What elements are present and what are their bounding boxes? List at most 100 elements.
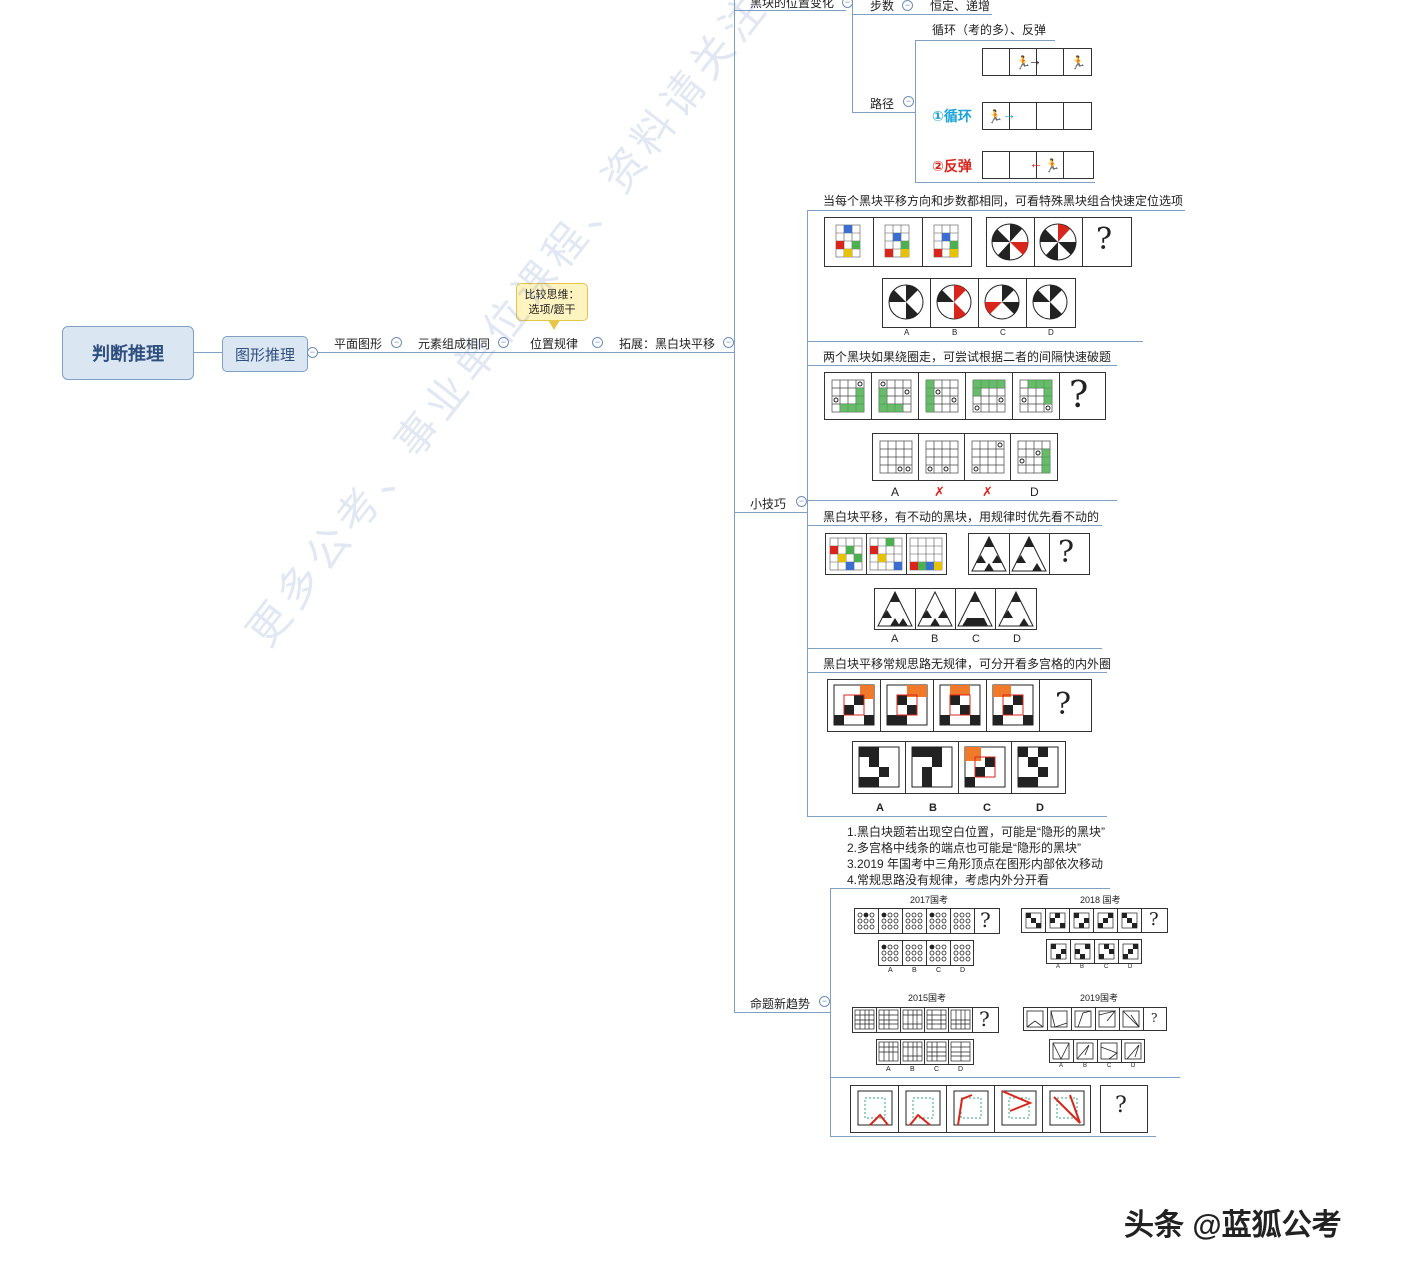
path-bottom-line bbox=[915, 182, 1095, 183]
bounce-label: ②反弹 bbox=[932, 158, 972, 174]
option-a-label: A bbox=[904, 328, 910, 337]
collapse-toggle-icon[interactable]: − bbox=[723, 337, 734, 348]
line-grid-figures bbox=[854, 1009, 971, 1030]
node-block-position[interactable]: 黑块的位置变化 bbox=[750, 0, 835, 10]
colored-grid-figures bbox=[835, 224, 959, 258]
node-steps[interactable]: 步数 bbox=[870, 0, 895, 13]
tip2-bottom bbox=[807, 500, 1117, 501]
exam-2019-question: ? bbox=[1023, 1007, 1167, 1031]
node-position-rule[interactable]: 位置规律 bbox=[530, 337, 579, 351]
path-strip-original: 🏃 → 🏃 bbox=[982, 48, 1092, 76]
option-d-label: D bbox=[960, 967, 966, 974]
exam-2017-question: ? bbox=[854, 908, 1000, 934]
option-a-label: A bbox=[891, 633, 899, 645]
runner-icon: 🏃 bbox=[1044, 158, 1061, 173]
option-c-label: C bbox=[972, 633, 980, 645]
trend-note-3: 3.2019 年国考中三角形顶点在图形内部依次移动 bbox=[847, 857, 1104, 871]
branch-top-line bbox=[852, 0, 853, 112]
arrow-right-icon: → bbox=[1028, 52, 1042, 68]
option-c-wrong-mark: ✗ bbox=[982, 484, 993, 499]
runner-icon: 🏃 bbox=[1070, 55, 1087, 70]
main-topic-node[interactable]: 图形推理 bbox=[222, 336, 308, 372]
option-d-label: D bbox=[1131, 1063, 1136, 1069]
tips-bracket bbox=[807, 210, 808, 816]
option-d-label: D bbox=[1128, 964, 1133, 970]
nine-grid-option-figures bbox=[858, 746, 1059, 788]
tip2-line bbox=[807, 365, 1117, 366]
option-c-label: C bbox=[1104, 964, 1109, 970]
steps-value: 恒定、递增 bbox=[930, 0, 991, 13]
trend-top bbox=[830, 888, 1110, 889]
tip-3-triangle-question: ? bbox=[968, 533, 1090, 575]
callout-pointer bbox=[548, 320, 560, 330]
node-new-trend[interactable]: 命题新趋势 bbox=[750, 997, 811, 1011]
trend-note-2: 2.多宫格中线条的端点也可能是“隐形的黑块” bbox=[847, 841, 1082, 855]
tip-1-wheel-question: ? bbox=[986, 217, 1132, 267]
tip1-bottom bbox=[807, 341, 1143, 342]
root-node[interactable]: 判断推理 bbox=[62, 326, 194, 380]
tip3-bottom bbox=[807, 648, 1102, 649]
exam-2017-options: A B C D bbox=[878, 940, 974, 974]
exam-2015-question: ? bbox=[852, 1007, 999, 1033]
option-d-label: D bbox=[1036, 802, 1044, 814]
connector-path bbox=[852, 112, 916, 113]
collapse-toggle-icon[interactable]: − bbox=[391, 337, 402, 348]
tip-3-options: A B C D bbox=[874, 588, 1037, 645]
collapse-toggle-icon[interactable]: − bbox=[592, 337, 603, 348]
option-b-label: B bbox=[931, 633, 939, 645]
collapse-toggle-icon[interactable]: − bbox=[498, 337, 509, 348]
exam-2018-options: A B C D bbox=[1046, 939, 1142, 970]
nine-grid-figures bbox=[833, 684, 1034, 726]
collapse-toggle-icon[interactable]: − bbox=[819, 996, 830, 1007]
tip-4-options: A B C D bbox=[852, 741, 1066, 814]
option-d-label: D bbox=[1030, 485, 1039, 499]
option-a-label: A bbox=[876, 802, 884, 814]
callout-note[interactable]: 比较思维： 选项/题干 bbox=[516, 283, 588, 321]
option-b-label: B bbox=[929, 802, 937, 814]
node-path[interactable]: 路径 bbox=[870, 97, 895, 111]
exam-2019-options: A B C D bbox=[1049, 1039, 1145, 1069]
option-c-label: C bbox=[934, 1066, 940, 1073]
question-mark: ? bbox=[1096, 222, 1113, 257]
option-d-label: D bbox=[958, 1066, 964, 1073]
dot-figures bbox=[857, 912, 971, 930]
collapse-toggle-icon[interactable]: − bbox=[796, 496, 807, 507]
runner-icon: 🏃 bbox=[1015, 55, 1032, 70]
path-top-line bbox=[915, 40, 1055, 41]
exam-2017-label: 2017国考 bbox=[910, 895, 949, 905]
arrow-left-icon: ← bbox=[1029, 155, 1043, 171]
option-b-label: B bbox=[1083, 1063, 1088, 1069]
node-block-shift[interactable]: 拓展：黑白块平移 bbox=[619, 337, 716, 351]
question-mark: ? bbox=[979, 1007, 990, 1031]
node-same-elements[interactable]: 元素组成相同 bbox=[418, 337, 491, 351]
grid-figures-row bbox=[831, 379, 1053, 413]
option-c-label: C bbox=[1000, 328, 1006, 337]
collapse-toggle-icon[interactable]: − bbox=[842, 0, 853, 8]
tip-4-text: 黑白块平移常规思路无规律，可分开看多宫格的内外圈 bbox=[823, 657, 1112, 671]
node-tips[interactable]: 小技巧 bbox=[750, 497, 787, 511]
tip-1-text: 当每个黑块平移方向和步数都相同，可看特殊黑块组合快速定位选项 bbox=[823, 194, 1184, 208]
triangle-figures bbox=[971, 535, 1047, 572]
option-a-label: A bbox=[1059, 1063, 1064, 1069]
collapse-toggle-icon[interactable]: − bbox=[902, 0, 913, 11]
option-a-label: A bbox=[886, 1066, 891, 1073]
trend-note-4: 4.常规思路没有规律，考虑内外分开看 bbox=[847, 873, 1050, 887]
question-mark: ? bbox=[1069, 375, 1089, 416]
cycle-label: ①循环 bbox=[932, 108, 972, 124]
question-mark: ? bbox=[1149, 909, 1159, 930]
tip3-line bbox=[807, 525, 1102, 526]
tip-2-text: 两个黑块如果绕圈走，可尝试根据二者的间隔快速破题 bbox=[823, 350, 1112, 364]
node-plane-figure[interactable]: 平面图形 bbox=[334, 337, 383, 351]
callout-line-2: 选项/题干 bbox=[528, 304, 576, 316]
wheel-figures bbox=[991, 223, 1077, 261]
option-a-label: A bbox=[888, 967, 893, 974]
option-b-label: B bbox=[1080, 964, 1085, 970]
exam-2018-question: ? bbox=[1021, 908, 1168, 933]
collapse-toggle-icon[interactable]: − bbox=[307, 347, 318, 358]
path-strip-bounce: ← 🏃 bbox=[982, 151, 1094, 179]
option-d-label: D bbox=[1013, 633, 1021, 645]
triangle-vertex-option-figures bbox=[1052, 1042, 1142, 1060]
option-b-wrong-mark: ✗ bbox=[934, 484, 945, 499]
collapse-toggle-icon[interactable]: − bbox=[903, 96, 914, 107]
connector-root-main bbox=[192, 352, 222, 353]
